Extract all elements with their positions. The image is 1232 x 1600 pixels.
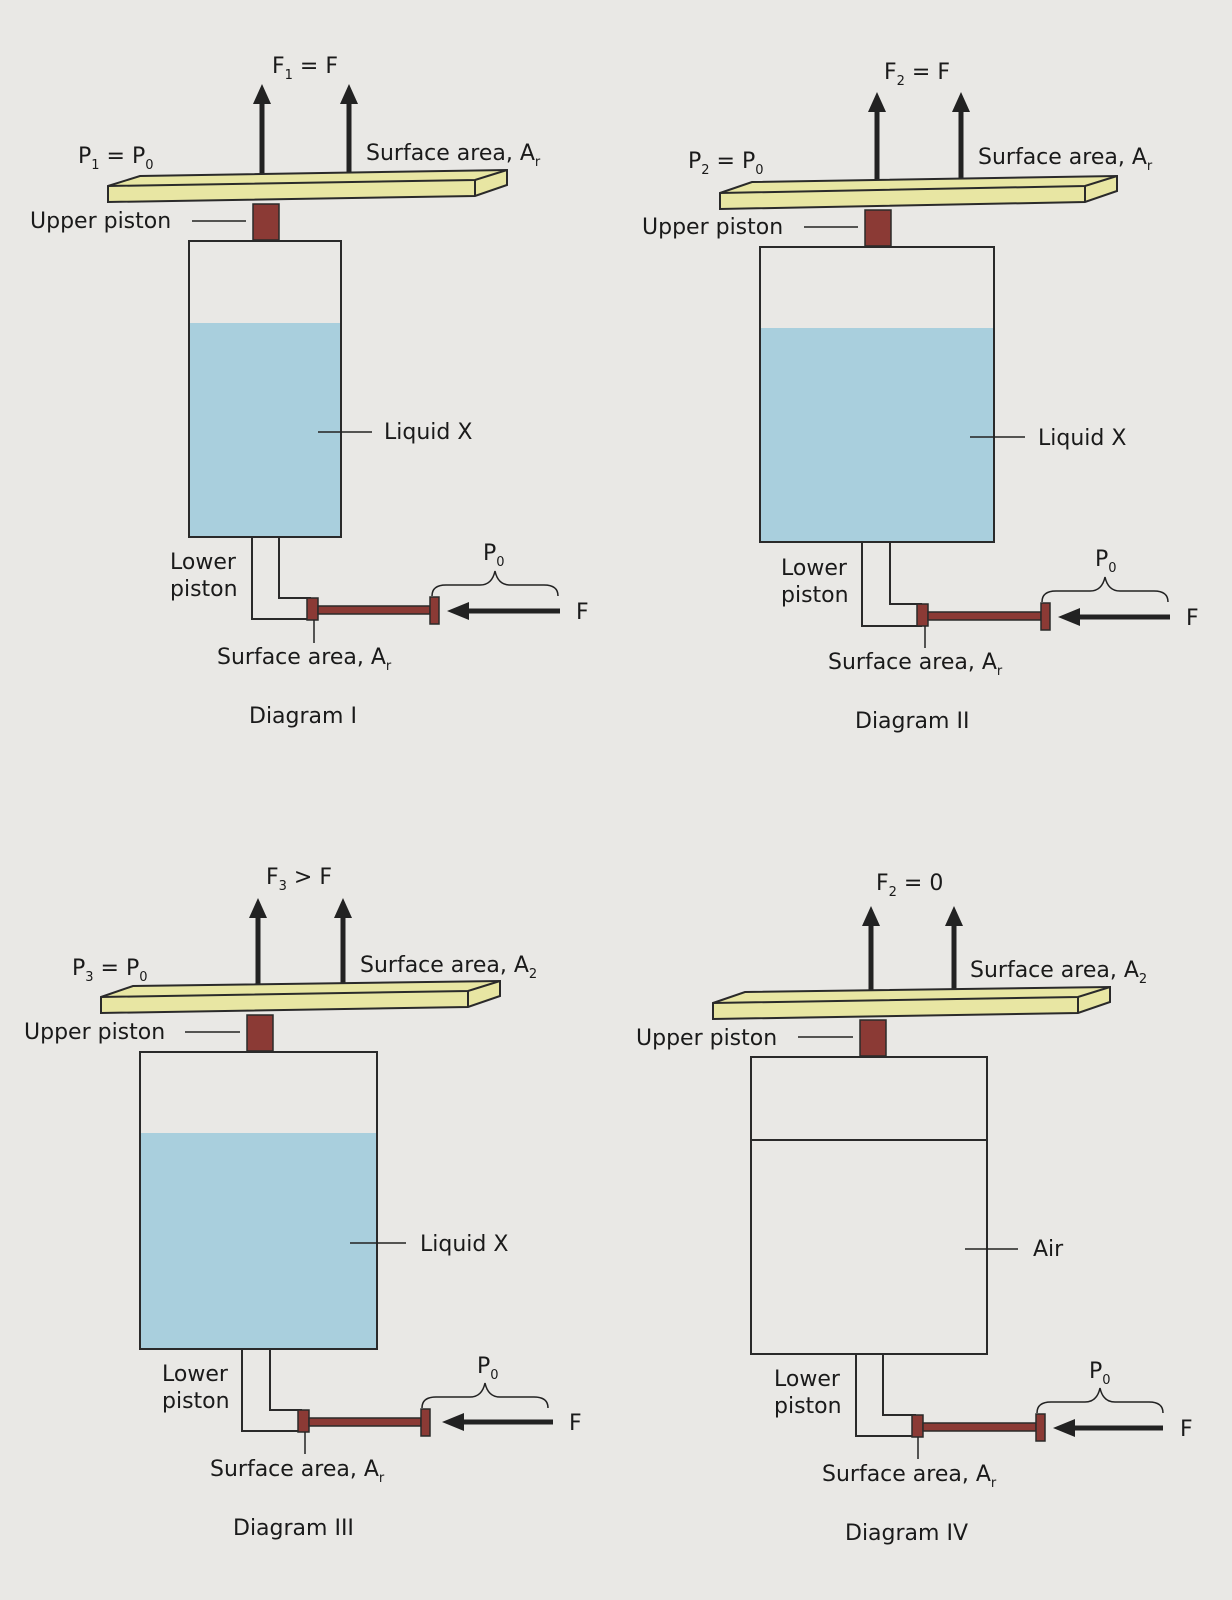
- p0-label: P0: [1095, 547, 1117, 576]
- cylinder: [139, 1051, 378, 1350]
- applied-force-label: F: [1186, 606, 1199, 631]
- lower-piston: [916, 602, 1051, 631]
- lower-piston-label-line1: Lower: [162, 1362, 229, 1387]
- lower-piston-label-line1: Lower: [774, 1367, 841, 1392]
- p0-brace: [431, 570, 559, 597]
- cylinder-liquid: [760, 328, 994, 542]
- upper-piston-label: Upper piston: [30, 209, 171, 234]
- surface-area-bottom-label: Surface area, Ar: [217, 645, 392, 674]
- p0-label: P0: [477, 1354, 499, 1383]
- surface-area-bottom-label: Surface area, Ar: [822, 1462, 997, 1491]
- contents-label: Liquid X: [384, 420, 472, 445]
- lower-piston-label-line1: Lower: [781, 556, 848, 581]
- cylinder-liquid: [140, 1133, 377, 1349]
- pressure-label: P3 = P0: [72, 956, 148, 985]
- upper-piston-label: Upper piston: [24, 1020, 165, 1045]
- cylinder: [759, 246, 995, 543]
- lower-piston-label-line2: piston: [774, 1394, 842, 1419]
- upper-plate: [107, 168, 508, 204]
- upper-piston-rod: [252, 203, 280, 241]
- diagram-2: F2 = F P2 = P0 Surface area, Ar Upper pi…: [642, 60, 1199, 734]
- upper-piston-rod: [864, 209, 892, 247]
- p0-brace: [1041, 576, 1169, 603]
- surface-area-top-label: Surface area, A2: [970, 958, 1147, 987]
- diagram-4: F2 = 0 Surface area, A2 Upper piston Air…: [636, 871, 1193, 1546]
- pipe: [241, 1349, 302, 1432]
- force-label: F3 > F: [266, 865, 332, 894]
- p0-brace: [1036, 1387, 1164, 1414]
- contents-label: Liquid X: [1038, 426, 1126, 451]
- diagram-title: Diagram IV: [845, 1521, 968, 1546]
- lower-piston-label-line2: piston: [781, 583, 849, 608]
- cylinder-liquid: [189, 323, 341, 537]
- pipe: [861, 542, 922, 627]
- upper-piston-label: Upper piston: [642, 215, 783, 240]
- contents-label: Air: [1033, 1237, 1064, 1262]
- diagram-1: F1 = F P1 = P0 Surface area, Ar Upper pi…: [30, 54, 589, 729]
- force-arrows: [249, 898, 352, 989]
- upper-piston-label: Upper piston: [636, 1026, 777, 1051]
- p0-brace: [421, 1382, 549, 1409]
- surface-area-bottom-label: Surface area, Ar: [828, 650, 1003, 679]
- applied-force-label: F: [576, 600, 589, 625]
- force-label: F1 = F: [272, 54, 338, 83]
- upper-plate: [100, 979, 501, 1015]
- surface-area-top-label: Surface area, Ar: [366, 141, 541, 170]
- force-arrows: [862, 906, 963, 996]
- upper-plate: [712, 985, 1111, 1021]
- pressure-label: P2 = P0: [688, 149, 764, 178]
- force-arrows: [253, 84, 358, 182]
- pipe: [855, 1354, 916, 1437]
- p0-label: P0: [1089, 1359, 1111, 1388]
- pipe: [251, 537, 311, 620]
- p0-label: P0: [483, 541, 505, 570]
- lower-piston: [297, 1408, 431, 1437]
- surface-area-top-label: Surface area, Ar: [978, 145, 1153, 174]
- upper-piston-rod: [859, 1019, 887, 1057]
- cylinder: [750, 1056, 988, 1355]
- upper-plate: [719, 174, 1118, 211]
- diagram-title: Diagram II: [855, 709, 969, 734]
- upper-piston-rod: [246, 1014, 274, 1052]
- force-arrows: [868, 92, 970, 186]
- surface-area-bottom-label: Surface area, Ar: [210, 1457, 385, 1486]
- applied-force-label: F: [569, 1411, 582, 1436]
- force-label: F2 = F: [884, 60, 950, 89]
- lower-piston-label-line2: piston: [162, 1389, 230, 1414]
- diagram-title: Diagram I: [249, 704, 357, 729]
- force-label: F2 = 0: [876, 871, 943, 900]
- lower-piston-label-line2: piston: [170, 577, 238, 602]
- diagram-3: F3 > F P3 = P0 Surface area, A2 Upper pi…: [24, 865, 582, 1541]
- diagram-title: Diagram III: [233, 1516, 354, 1541]
- lower-piston: [911, 1413, 1046, 1442]
- contents-label: Liquid X: [420, 1232, 508, 1257]
- surface-area-top-label: Surface area, A2: [360, 953, 537, 982]
- pressure-label: P1 = P0: [78, 144, 154, 173]
- applied-force-label: F: [1180, 1417, 1193, 1442]
- lower-piston: [306, 596, 440, 625]
- lower-piston-label-line1: Lower: [170, 550, 237, 575]
- cylinder: [188, 240, 342, 538]
